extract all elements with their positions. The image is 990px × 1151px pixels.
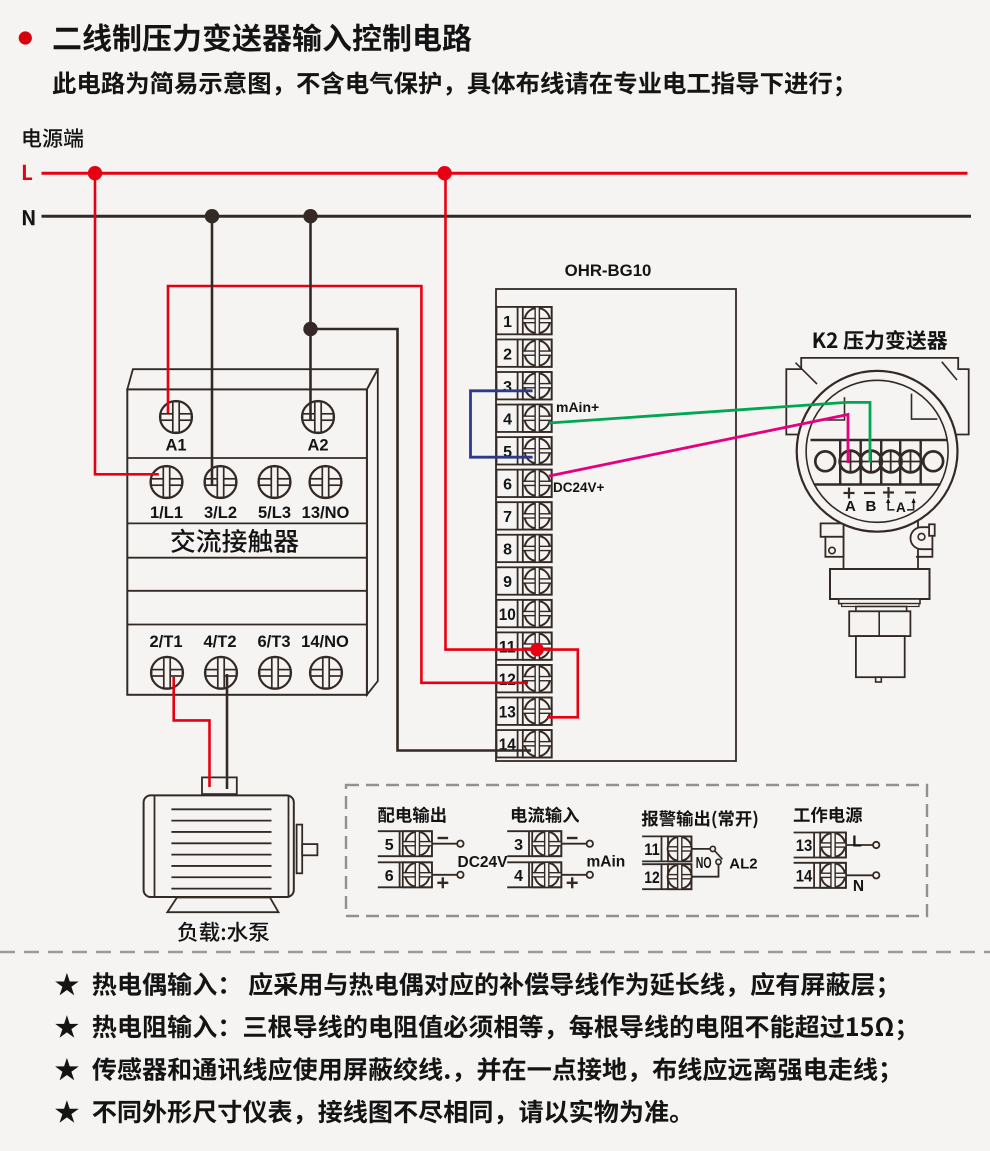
- svg-text:B: B: [865, 498, 876, 515]
- svg-text:13: 13: [499, 702, 516, 721]
- svg-text:2: 2: [503, 346, 512, 363]
- svg-text:13/NO: 13/NO: [302, 504, 350, 522]
- svg-text:1: 1: [503, 314, 512, 331]
- svg-text:5/L3: 5/L3: [258, 504, 291, 522]
- svg-text:13: 13: [796, 836, 813, 855]
- svg-text:4/T2: 4/T2: [203, 633, 236, 651]
- svg-text:OHR-BG10: OHR-BG10: [565, 261, 652, 280]
- svg-text:14: 14: [796, 867, 813, 886]
- svg-text:14/NO: 14/NO: [301, 633, 349, 651]
- svg-text:mAin: mAin: [587, 854, 626, 871]
- svg-text:4: 4: [503, 411, 512, 428]
- svg-text:6: 6: [503, 477, 512, 494]
- svg-text:4: 4: [514, 868, 523, 885]
- svg-text:5: 5: [503, 444, 512, 461]
- svg-text:A2: A2: [307, 437, 328, 455]
- svg-text:6/T3: 6/T3: [257, 633, 290, 651]
- svg-text:DC24V: DC24V: [458, 854, 509, 871]
- svg-text:6: 6: [385, 868, 394, 885]
- svg-text:3/L2: 3/L2: [204, 504, 237, 522]
- svg-text:8: 8: [503, 542, 512, 559]
- svg-text:11: 11: [644, 840, 659, 859]
- svg-text:L: L: [852, 834, 861, 851]
- svg-text:DC24V+: DC24V+: [553, 480, 605, 495]
- svg-text:NO: NO: [696, 855, 712, 872]
- svg-text:N: N: [853, 878, 864, 895]
- svg-text:A1: A1: [165, 437, 186, 455]
- svg-text:11: 11: [499, 637, 516, 656]
- svg-text:3: 3: [503, 379, 512, 396]
- svg-text:AL2: AL2: [729, 856, 757, 873]
- svg-text:3: 3: [514, 837, 523, 854]
- svg-text:7: 7: [503, 509, 512, 526]
- svg-text:A: A: [896, 500, 906, 515]
- svg-text:10: 10: [499, 605, 516, 624]
- svg-text:12: 12: [499, 670, 516, 689]
- svg-text:2/T1: 2/T1: [149, 633, 182, 651]
- svg-text:5: 5: [385, 837, 394, 854]
- svg-text:mAin+: mAin+: [556, 399, 599, 415]
- svg-text:A: A: [845, 498, 856, 515]
- svg-text:1/L1: 1/L1: [150, 504, 183, 522]
- svg-text:12: 12: [644, 868, 659, 887]
- svg-text:9: 9: [503, 574, 512, 591]
